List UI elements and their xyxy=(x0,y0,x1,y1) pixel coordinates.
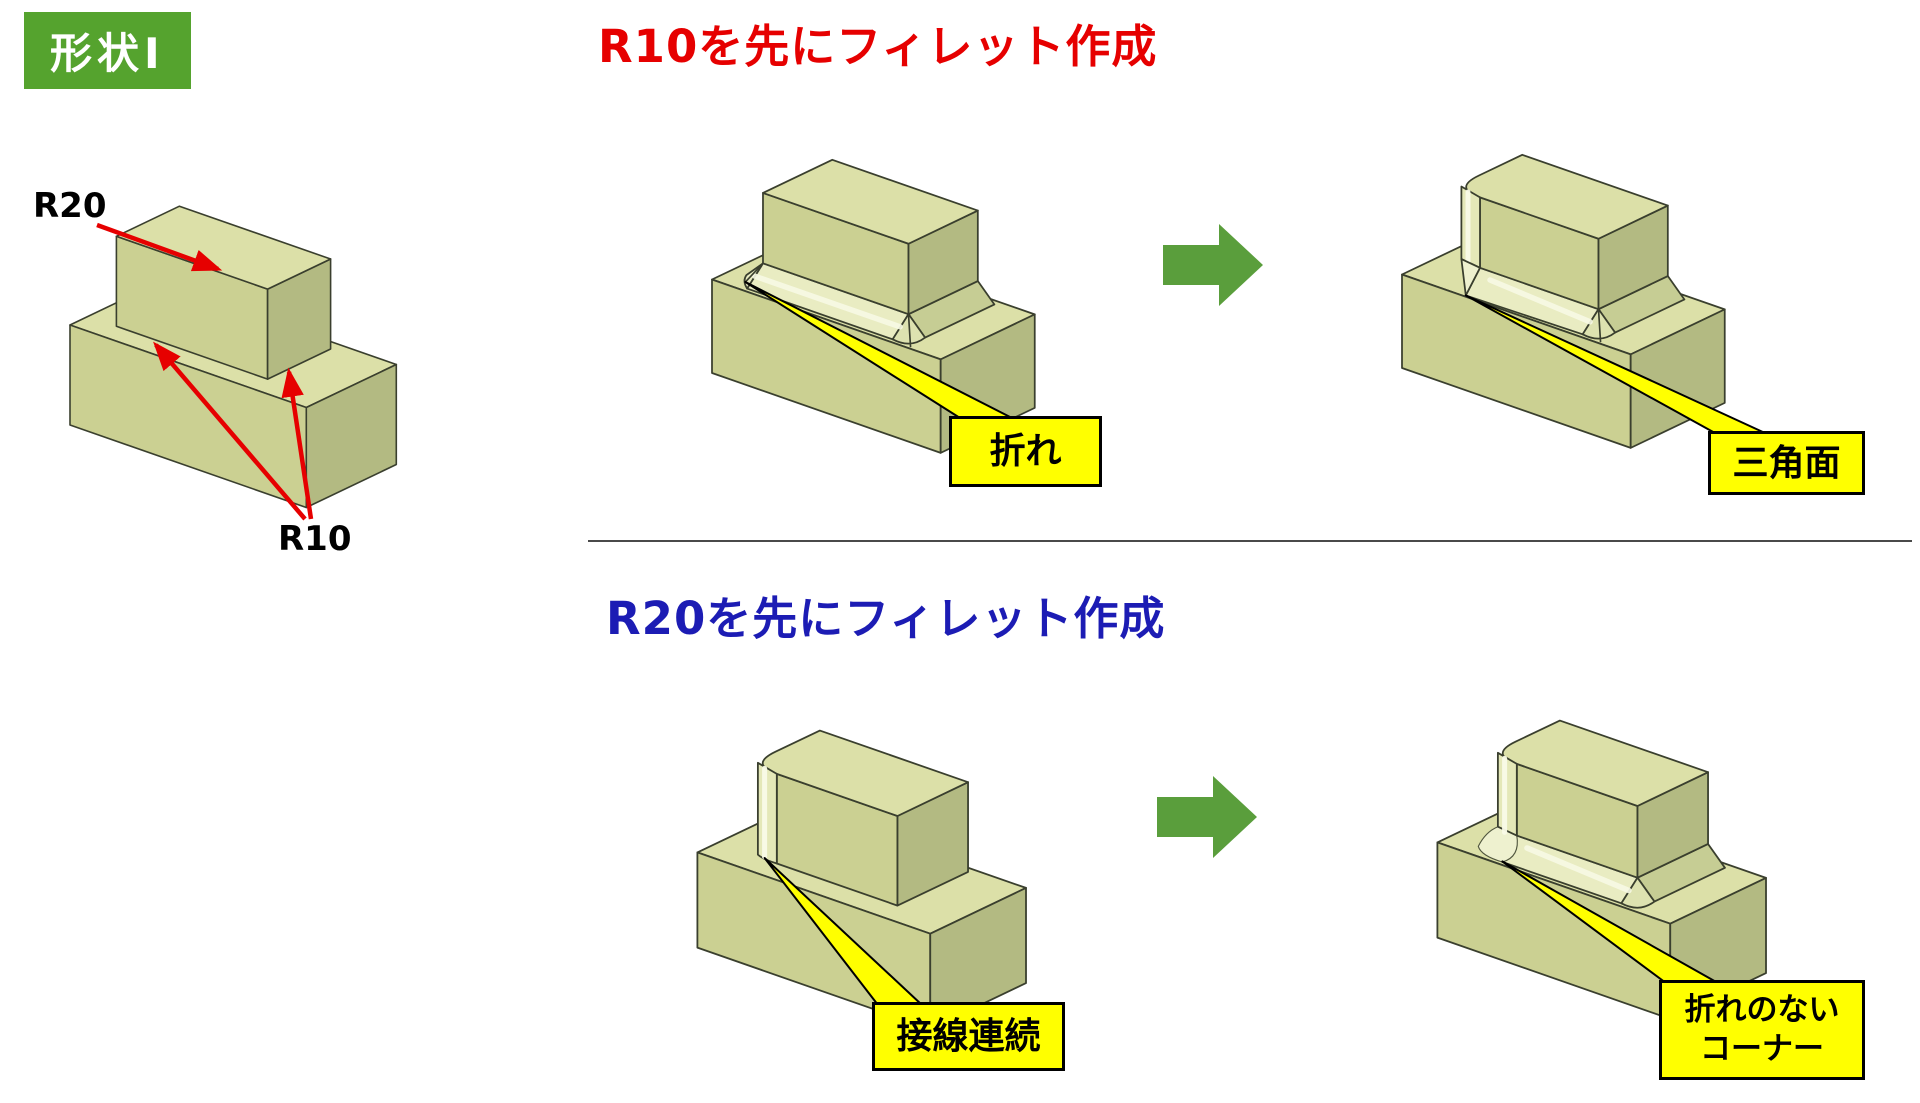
r10-arrow-left xyxy=(153,341,307,521)
r20-corner-patch xyxy=(1460,185,1481,269)
callout-triangle-label: 三角面 xyxy=(1708,431,1865,495)
callout-smooth-corner-label: 折れのない コーナー xyxy=(1659,980,1865,1080)
fillet-highlight xyxy=(1524,845,1632,894)
red-annotations: R20 R10 xyxy=(33,186,352,559)
r20-first-after-figure xyxy=(1436,719,1767,1020)
smooth-filleted-block xyxy=(1436,719,1767,1020)
right-arrow-icon xyxy=(1157,776,1257,858)
r10-arrow-right xyxy=(281,367,314,520)
shape-label-badge: 形状Ⅰ xyxy=(24,12,191,89)
crease-line-right xyxy=(1597,309,1602,343)
callout-crease-label: 折れ xyxy=(949,416,1102,487)
r20-arrow xyxy=(96,222,223,272)
slab-side-face xyxy=(929,887,1027,1030)
crease-line-left xyxy=(744,262,764,283)
fillet-highlight xyxy=(752,273,903,330)
fillet-highlight xyxy=(1487,277,1593,325)
box-top-face xyxy=(762,158,979,245)
r10-label: R10 xyxy=(278,519,352,559)
smooth-corner-blend xyxy=(1477,826,1518,863)
r20-first-before-figure xyxy=(696,729,1027,1030)
right-arrow-icon xyxy=(1163,224,1263,306)
section-title-r20-first: R20を先にフィレット作成 xyxy=(606,592,1166,645)
step-arrow-top xyxy=(1163,224,1263,306)
r10-first-before-figure xyxy=(711,158,1036,454)
r10-first-after-figure xyxy=(1401,153,1766,449)
base-shape-figure: R20 R10 xyxy=(33,186,398,559)
section-divider xyxy=(588,540,1912,542)
crease-line-right xyxy=(907,314,912,348)
triangular-face xyxy=(1460,258,1481,297)
r20-corner-patch xyxy=(1496,751,1518,837)
base-block xyxy=(69,205,398,509)
box-top-face xyxy=(115,205,332,290)
fillet-corner-right xyxy=(1620,876,1656,909)
filleted-block-crease xyxy=(711,158,1036,454)
section-title-r10-first: R10を先にフィレット作成 xyxy=(598,20,1158,73)
step-arrow-bottom xyxy=(1157,776,1257,858)
r20-label: R20 xyxy=(33,186,107,226)
callout-tangent-label: 接線連続 xyxy=(872,1002,1065,1071)
r20-corner-patch xyxy=(756,761,778,865)
